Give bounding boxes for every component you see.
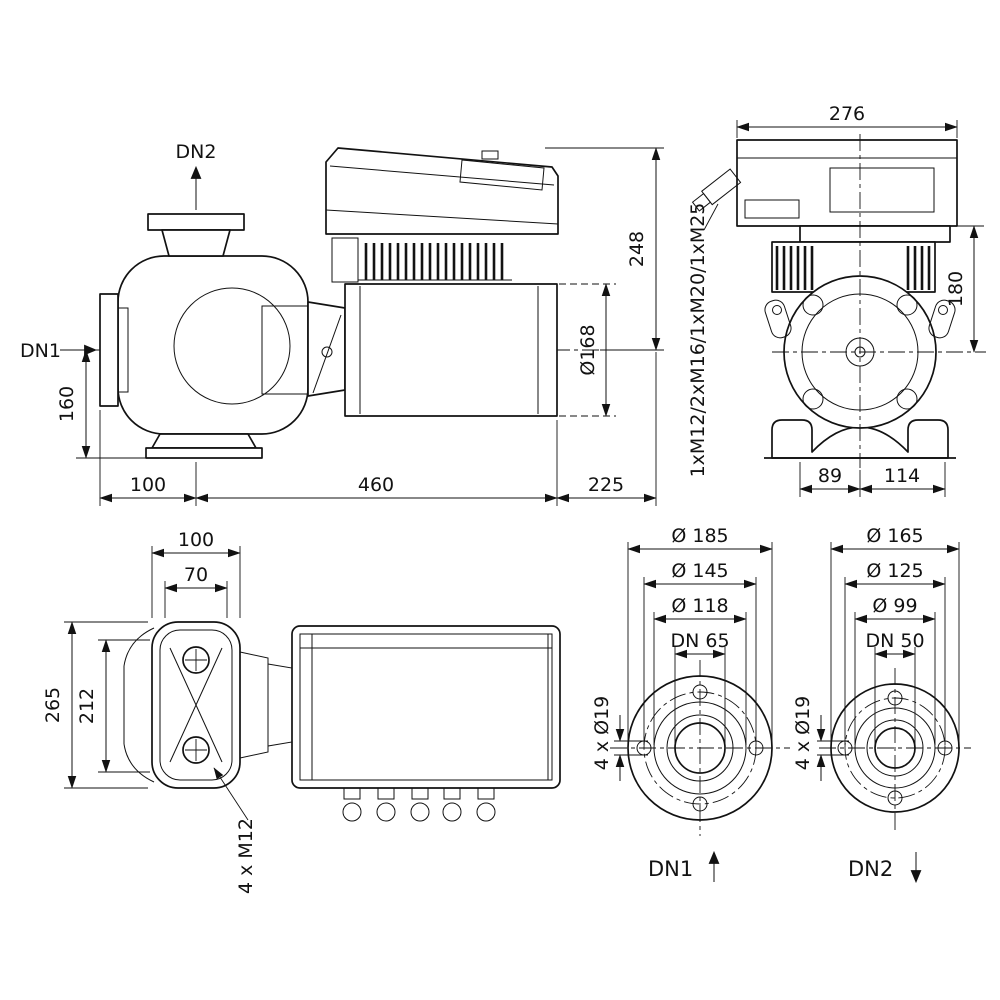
- dn1-port-callout: DN1: [648, 850, 720, 882]
- dn1-nominal-label: DN 65: [670, 630, 729, 652]
- dim-top-70: 70: [164, 564, 228, 618]
- dim-212-label: 212: [76, 688, 98, 724]
- dim-top-100-label: 100: [178, 529, 214, 551]
- dn2-bolt-circle-label: Ø 125: [866, 560, 923, 582]
- dim-dn1-nominal: DN 65: [670, 630, 730, 745]
- dn1-holes-label: 4 x Ø19: [591, 696, 613, 771]
- casing-bolt-hole: [896, 388, 918, 410]
- dn1-face-label: Ø 118: [671, 595, 728, 617]
- flange-dn1-view: Ø 185 Ø 145 Ø 118 DN 65 4 x Ø19: [591, 525, 790, 882]
- dim-top-70-label: 70: [184, 564, 208, 586]
- dim-dn2-holes: 4 x Ø19: [792, 696, 849, 781]
- dim-dn2-face: Ø 99: [854, 595, 936, 745]
- flange-bolt-hole: [182, 736, 210, 764]
- side-view: DN2 DN1 160 Ø168 248: [20, 141, 664, 506]
- dim-225-label: 225: [588, 474, 624, 496]
- dn2-port-label: DN2: [848, 857, 893, 881]
- dim-dn1-face: Ø 118: [653, 595, 747, 745]
- heatsink-fins: [358, 243, 512, 281]
- volute-casing: [117, 255, 309, 435]
- dim-180-label: 180: [945, 271, 967, 307]
- bolts-callout: 4 x M12: [213, 767, 257, 894]
- dim-180: 180: [945, 225, 984, 353]
- motor-lantern: [307, 301, 346, 397]
- front-control-module: [736, 139, 958, 227]
- front-view: 276 180 1xM12/2xM16/1xM20/1xM25 89 114: [687, 103, 986, 497]
- dim-276-label: 276: [829, 103, 865, 125]
- dn2-outer-label: Ø 165: [866, 525, 923, 547]
- dim-276: 276: [736, 103, 958, 138]
- module-knob: [481, 150, 499, 160]
- bolts-label: 4 x M12: [235, 818, 257, 894]
- terminal-box: [331, 237, 359, 283]
- pump-foot: [145, 433, 263, 459]
- dim-160: 160: [56, 349, 148, 459]
- top-casing-steps: [239, 651, 293, 759]
- front-motor: [771, 225, 951, 293]
- dim-114-label: 114: [884, 465, 920, 487]
- dim-212: 212: [76, 639, 150, 773]
- discharge-flange: [147, 213, 245, 257]
- dn2-nominal-label: DN 50: [865, 630, 924, 652]
- dn1-bolt-circle-label: Ø 145: [671, 560, 728, 582]
- dim-248: 248: [545, 147, 664, 351]
- dim-dn1-bolt-circle: Ø 145: [643, 560, 757, 745]
- dn2-port-callout: DN2: [848, 852, 922, 884]
- dim-dn2-nominal: DN 50: [865, 630, 925, 745]
- casing-bolt-hole: [802, 294, 824, 316]
- top-flange-plate: [151, 621, 241, 789]
- cable-gland-plug: [691, 168, 742, 212]
- top-view: 100 70 265 212 4 x M12: [42, 529, 561, 894]
- dn2-face-label: Ø 99: [872, 595, 917, 617]
- dim-d168-label: Ø168: [577, 324, 599, 375]
- control-module: [325, 147, 559, 235]
- dim-160-label: 160: [56, 386, 78, 422]
- dim-265-label: 265: [42, 687, 64, 723]
- cable-glands: [342, 787, 496, 822]
- dim-dn2-outer: Ø 165: [830, 525, 960, 745]
- dim-dn1-outer: Ø 185: [627, 525, 773, 745]
- suction-flange: [99, 293, 129, 407]
- dn1-flow-arrow: DN1: [20, 340, 98, 362]
- motor-body: [344, 283, 558, 417]
- dim-265: 265: [42, 621, 148, 789]
- dn2-holes-label: 4 x Ø19: [792, 696, 814, 771]
- dim-100-460-225: 100 460 225: [99, 352, 657, 506]
- top-volute-edges: [123, 627, 155, 783]
- dim-89-114: 89 114: [799, 462, 946, 497]
- dn1-label: DN1: [20, 340, 61, 362]
- lifting-lugs: [764, 299, 956, 339]
- top-control-module: [291, 625, 561, 789]
- casing-bolt-hole: [896, 294, 918, 316]
- casing-bolt-hole: [802, 388, 824, 410]
- dim-top-100: 100: [151, 529, 241, 618]
- dim-dn1-holes: 4 x Ø19: [591, 696, 648, 781]
- dim-100-label: 100: [130, 474, 166, 496]
- dn1-port-label: DN1: [648, 857, 693, 881]
- module-label-plate: [459, 159, 545, 191]
- dn2-label: DN2: [176, 141, 217, 163]
- dim-dn2-bolt-circle: Ø 125: [844, 560, 946, 745]
- dn1-outer-label: Ø 185: [671, 525, 728, 547]
- flange-bolt-hole: [182, 646, 210, 674]
- gland-sizes: 1xM12/2xM16/1xM20/1xM25: [687, 203, 719, 478]
- gland-sizes-label: 1xM12/2xM16/1xM20/1xM25: [687, 203, 709, 478]
- dim-460-label: 460: [358, 474, 394, 496]
- dim-89-label: 89: [818, 465, 842, 487]
- dn2-flow-arrow: DN2: [176, 141, 217, 210]
- dim-248-label: 248: [626, 231, 648, 267]
- flange-dn2-view: Ø 165 Ø 125 Ø 99 DN 50 4 x Ø19: [792, 525, 971, 884]
